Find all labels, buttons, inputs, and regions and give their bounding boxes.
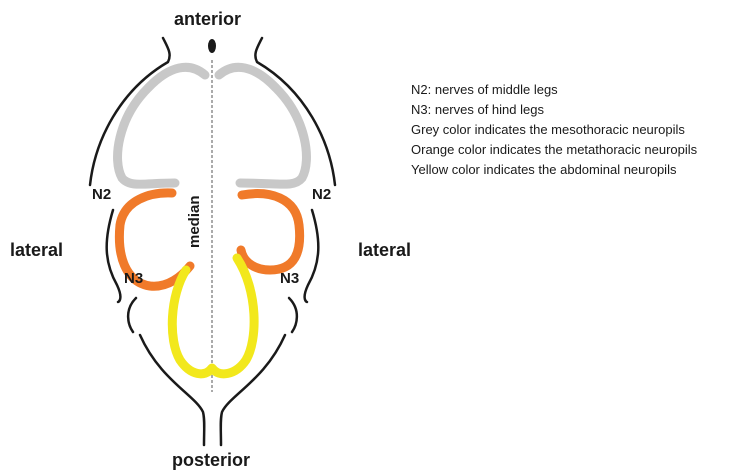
n3-right-label: N3	[280, 270, 299, 287]
anterior-label: anterior	[174, 9, 241, 30]
anterior-marker	[208, 39, 216, 53]
n3-left-label: N3	[124, 270, 143, 287]
metathoracic-neuropil	[119, 193, 299, 286]
n2-right-label: N2	[312, 186, 331, 203]
median-label: median	[186, 195, 203, 248]
lateral-left-label: lateral	[10, 240, 63, 261]
abdominal-neuropil	[172, 258, 254, 374]
legend-line: Yellow color indicates the abdominal neu…	[411, 160, 697, 180]
n2-left-label: N2	[92, 186, 111, 203]
legend: N2: nerves of middle legs N3: nerves of …	[411, 80, 697, 180]
legend-line: Orange color indicates the metathoracic …	[411, 140, 697, 160]
legend-line: N3: nerves of hind legs	[411, 100, 697, 120]
legend-line: N2: nerves of middle legs	[411, 80, 697, 100]
posterior-label: posterior	[172, 450, 250, 471]
legend-line: Grey color indicates the mesothoracic ne…	[411, 120, 697, 140]
lateral-right-label: lateral	[358, 240, 411, 261]
